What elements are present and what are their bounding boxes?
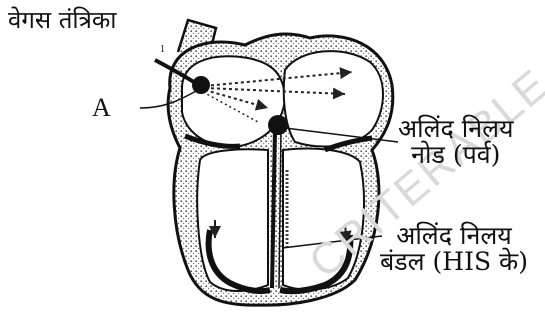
av-bundle-label-line2: बंडल (HIS के) xyxy=(380,249,528,275)
av-bundle-label: अलिंद निलय बंडल (HIS के) xyxy=(380,223,528,276)
av-node-label: अलिंद निलय नोड (पर्व) xyxy=(398,116,514,169)
av-node-label-line2: नोड (पर्व) xyxy=(398,142,514,168)
right-ventricle-chamber xyxy=(197,149,268,291)
av-bundle-label-line1: अलिंद निलय xyxy=(380,223,528,249)
vagus-nerve-label: वेगस तंत्रिका xyxy=(8,8,117,33)
nerve-mark-text: 1 xyxy=(160,44,165,55)
point-a-label: A xyxy=(92,94,111,121)
av-node-label-line1: अलिंद निलय xyxy=(398,116,514,142)
left-atrium-chamber xyxy=(284,51,383,146)
av-node xyxy=(268,115,288,135)
